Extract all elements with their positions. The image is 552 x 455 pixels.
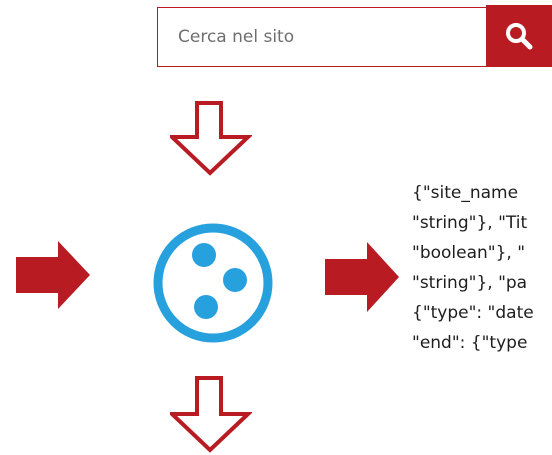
down-arrow-bottom-icon [170,376,252,453]
three-dots-circle-logo-icon [153,223,273,343]
search-input[interactable] [158,8,484,65]
right-arrow-right-icon [325,242,399,312]
right-arrow-left-icon [16,241,90,309]
json-output-snippet: {"site_name "string"}, "Tit "boolean"}, … [412,183,534,353]
down-arrow-top-icon [170,101,252,176]
search-button[interactable] [486,5,552,67]
search-icon [506,23,533,50]
